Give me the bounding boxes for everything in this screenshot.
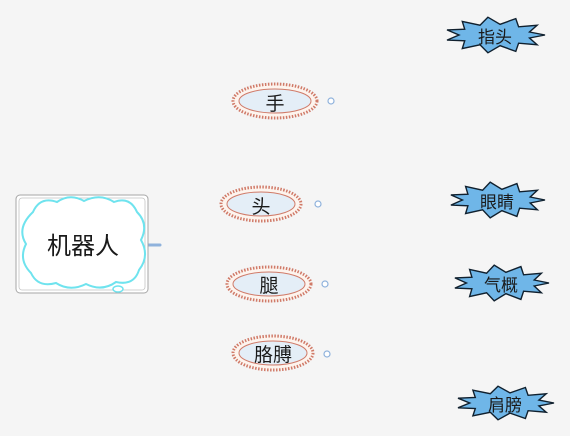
root-cloud-shape — [21, 196, 146, 289]
root-node[interactable] — [15, 194, 149, 294]
leaf-node-label-eyes: 眼睛 — [480, 193, 514, 213]
anchor-dot-head[interactable] — [314, 200, 322, 208]
branch-node-label-head: 头 — [251, 196, 271, 218]
leaf-connector-eyes — [318, 200, 451, 204]
connector-lines — [146, 36, 460, 403]
branch-core-leg — [232, 271, 306, 297]
branch-core-arm — [238, 340, 308, 366]
branch-node-label-hand: 手 — [265, 93, 285, 115]
root-cloud-tail-1 — [112, 285, 124, 293]
leaf-connector-shoulder — [327, 355, 460, 403]
branch-node-label-arm: 胳膊 — [253, 344, 292, 366]
leaf-node-shoulder[interactable] — [457, 385, 555, 421]
branch-core-hand — [238, 88, 312, 114]
anchor-dots — [314, 97, 335, 358]
branch-node-arm[interactable] — [231, 334, 315, 372]
branch-node-label-leg: 腿 — [259, 275, 279, 297]
leaf-node-label-spirit: 气概 — [484, 276, 518, 296]
anchor-dot-hand[interactable] — [327, 97, 335, 105]
root-node-label: 机器人 — [47, 232, 119, 260]
leaf-node-label-finger: 指头 — [478, 28, 512, 48]
leaf-connector-finger — [331, 36, 447, 100]
branch-node-head[interactable] — [219, 185, 303, 223]
branch-connector-hand — [160, 102, 233, 353]
leaf-node-label-shoulder: 肩膀 — [488, 396, 522, 416]
leaf-node-spirit[interactable] — [454, 264, 550, 302]
branch-node-leg[interactable] — [225, 265, 313, 303]
branch-node-hand[interactable] — [231, 82, 319, 120]
anchor-dot-arm[interactable] — [323, 350, 331, 358]
branch-connector-leg — [160, 276, 227, 284]
leaf-node-finger[interactable] — [446, 16, 546, 54]
anchor-dot-leg[interactable] — [321, 280, 329, 288]
branch-connector-head — [160, 205, 221, 213]
branch-core-head — [226, 191, 296, 217]
leaf-node-eyes[interactable] — [450, 181, 546, 219]
